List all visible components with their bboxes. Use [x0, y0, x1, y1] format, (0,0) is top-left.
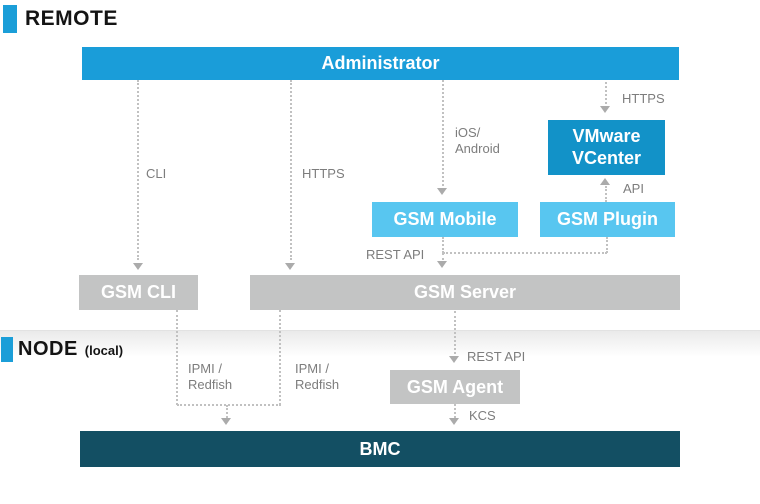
- gsm-server-label: GSM Server: [413, 282, 517, 302]
- edge-label-ios-line2: Android: [455, 141, 500, 156]
- edge-label-ipmi-redfish-left: IPMI / Redfish: [188, 361, 232, 393]
- edge-gsmagent-to-bmc: [454, 404, 456, 418]
- arrowhead-down-vcenter-icon: [600, 106, 610, 113]
- edge-label-rest-api-lower: REST API: [467, 349, 526, 364]
- node-section-title: NODE (local): [18, 337, 123, 363]
- node-accent-bar: [1, 337, 13, 362]
- vcenter-label-line1: VMware: [572, 125, 641, 146]
- arrowhead-down-gsmserver2-icon: [437, 261, 447, 268]
- gsm-plugin-label: GSM Plugin: [557, 209, 658, 229]
- ipmi-left-line1: IPMI /: [188, 361, 222, 376]
- edge-mobile-plugin-connector: [443, 252, 607, 254]
- vcenter-label-line2: VCenter: [571, 147, 642, 168]
- arrowhead-up-vcenter-icon: [600, 178, 610, 185]
- arrowhead-down-gsmagent-icon: [449, 356, 459, 363]
- gsm-agent-box: GSM Agent: [390, 370, 520, 404]
- edge-label-ios-line1: iOS/: [455, 125, 481, 140]
- edge-bracket-to-bmc: [226, 405, 228, 418]
- ipmi-left-line2: Redfish: [188, 377, 233, 392]
- gsm-mobile-label: GSM Mobile: [393, 209, 497, 229]
- node-section-divider: [0, 330, 760, 357]
- gsm-cli-label: GSM CLI: [101, 282, 176, 302]
- edge-admin-to-gsmmobile: [442, 80, 444, 186]
- bmc-box: BMC: [80, 431, 680, 467]
- node-title-sublabel: (local): [84, 343, 124, 358]
- remote-section-title: REMOTE: [25, 5, 118, 33]
- administrator-label: Administrator: [321, 53, 440, 73]
- arrowhead-down-gsmcli-icon: [133, 263, 143, 270]
- vmware-vcenter-box: VMware VCenter: [548, 120, 665, 175]
- edge-gsmplugin-down: [606, 237, 608, 253]
- gsm-agent-label: GSM Agent: [406, 376, 504, 397]
- bmc-label: BMC: [359, 438, 401, 459]
- edge-gsmmobile-down: [442, 237, 444, 253]
- edge-gsmcli-to-bmc: [176, 310, 178, 405]
- edge-junction-to-gsmserver: [442, 253, 444, 260]
- administrator-box: Administrator: [82, 47, 679, 80]
- arrowhead-down-gsmserver-icon: [285, 263, 295, 270]
- edge-label-rest-api-upper: REST API: [366, 247, 425, 262]
- edge-gsmserver-to-bmc: [279, 310, 281, 405]
- edge-label-https-left: HTTPS: [302, 166, 345, 181]
- gsm-server-box: GSM Server: [250, 275, 680, 310]
- gsm-mobile-box: GSM Mobile: [372, 202, 518, 237]
- edge-label-ipmi-redfish-right: IPMI / Redfish: [295, 361, 339, 393]
- remote-title-label: REMOTE: [25, 7, 118, 30]
- edge-label-kcs: KCS: [469, 408, 496, 423]
- arrowhead-down-bmc-right-icon: [449, 418, 459, 425]
- arrowhead-down-bmc-left-icon: [221, 418, 231, 425]
- ipmi-right-line1: IPMI /: [295, 361, 329, 376]
- edge-ipmi-connector: [177, 404, 281, 406]
- arrowhead-down-gsmmobile-icon: [437, 188, 447, 195]
- edge-gsmplugin-to-vcenter: [605, 186, 607, 202]
- edge-admin-to-gsmserver: [290, 80, 292, 260]
- edge-admin-to-gsmcli: [137, 80, 139, 260]
- edge-label-api: API: [623, 181, 644, 196]
- edge-label-https-right: HTTPS: [622, 91, 665, 106]
- edge-gsmserver-to-gsmagent: [454, 311, 456, 354]
- edge-label-cli: CLI: [146, 166, 167, 181]
- ipmi-right-line2: Redfish: [295, 377, 340, 392]
- gsm-cli-box: GSM CLI: [79, 275, 198, 310]
- node-title-label: NODE: [18, 338, 78, 360]
- edge-admin-to-vcenter: [605, 82, 607, 104]
- edge-label-ios-android: iOS/ Android: [455, 125, 500, 157]
- remote-accent-bar: [3, 5, 17, 33]
- gsm-plugin-box: GSM Plugin: [540, 202, 675, 237]
